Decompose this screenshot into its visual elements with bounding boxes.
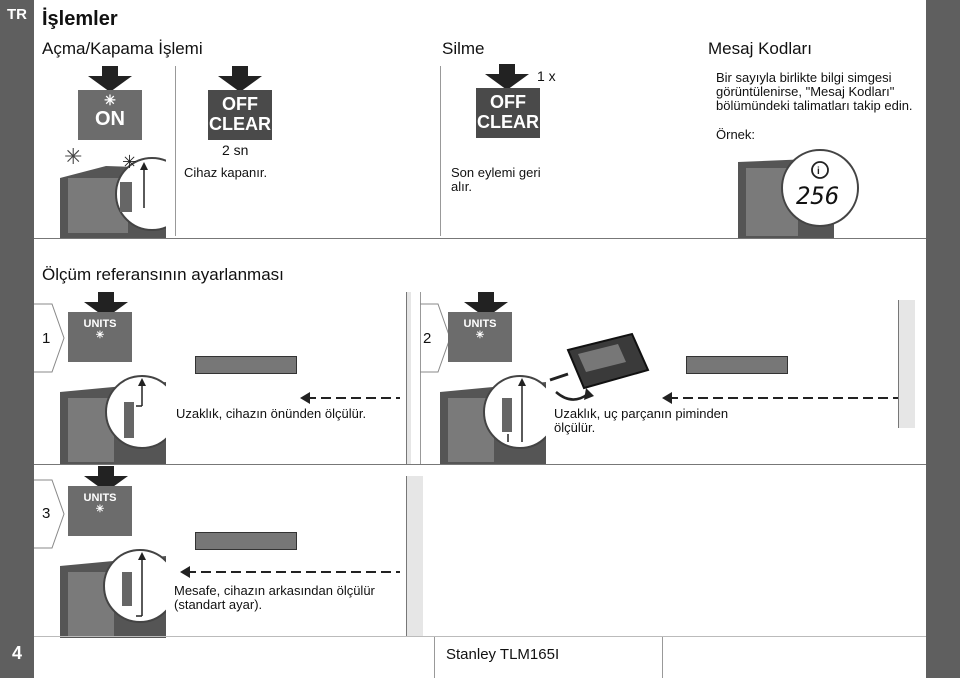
step-number: 1 [42,330,51,347]
device-bar [195,356,297,374]
clear-caption: Son eylemi geri alır. [451,165,541,194]
step-bracket [34,303,65,373]
footer-model: Stanley TLM165I [446,646,560,663]
press-arrow-icon [84,292,128,318]
example-label: Örnek: [716,127,756,142]
step-caption: Mesafe, cihazın arkasından ölçülür (stan… [174,583,375,612]
wall [406,476,423,636]
on-button: ✳ ON [78,90,142,140]
footer-line [34,636,926,637]
divider [420,292,421,464]
device-display-illustration: ✳ ✳ [60,144,166,238]
device-bar [195,532,297,550]
units-button: UNITS ✳ [448,312,512,362]
clear-label: CLEAR [477,112,539,132]
svg-text:i: i [817,166,820,177]
page-number: 4 [11,643,22,663]
distance-arrow [180,566,400,578]
hold-time-label: 2 sn [222,142,249,158]
device-display-illustration [440,375,546,464]
device-display-illustration [60,375,166,464]
clear-heading: Silme [442,39,485,58]
right-side-bar [926,0,960,678]
svg-text:✳: ✳ [64,144,82,169]
message-codes-text: Bir sayıyla birlikte bilgi simgesi görün… [716,70,913,113]
distance-arrow [662,392,898,404]
step-bracket [34,479,65,549]
device-with-pin-icon [549,332,650,401]
clear-label: CLEAR [209,114,271,134]
press-arrow-icon [218,66,262,92]
off-label: OFF [490,92,526,112]
left-side-bar [0,0,34,678]
svg-text:✳: ✳ [122,152,137,172]
press-arrow-icon [485,64,529,90]
reference-icon: ✳ [95,330,105,341]
press-count: 1 x [537,68,556,84]
reference-heading: Ölçüm referansının ayarlanması [42,265,284,284]
device-bar [686,356,788,374]
units-label: UNITS [83,318,117,330]
off-label: OFF [222,94,258,114]
on-button-label: ON [95,108,125,130]
section-separator [34,464,926,465]
message-code-display: 256 [796,182,840,210]
page-title: İşlemler [42,8,118,30]
wall [898,300,915,428]
divider [440,66,441,236]
units-button: UNITS ✳ [68,486,132,536]
step-number: 3 [42,505,51,522]
device-display-illustration [60,549,166,638]
off-clear-button: OFF CLEAR [476,88,540,138]
press-arrow-icon [88,66,132,92]
on-off-heading: Açma/Kapama İşlemi [42,39,203,58]
on-off-caption: Cihaz kapanır. [184,165,268,180]
press-arrow-icon [464,292,508,318]
units-label: UNITS [83,492,117,504]
off-clear-button: OFF CLEAR [208,90,272,140]
step-number: 2 [423,330,432,347]
press-arrow-icon [84,466,128,492]
divider [662,636,663,678]
device-display-illustration: i [738,149,859,238]
units-label: UNITS [463,318,497,330]
divider [434,636,435,678]
sun-icon: ✳ [104,92,116,108]
distance-arrow [300,392,400,404]
wall [406,292,411,464]
reference-icon: ✳ [475,330,485,341]
reference-icon: ✳ [95,504,105,515]
message-codes-heading: Mesaj Kodları [708,39,812,58]
step-caption: Uzaklık, cihazın önünden ölçülür. [176,406,367,421]
info-icon [811,161,829,179]
step-caption: Uzaklık, uç parçanın piminden ölçülür. [554,406,729,435]
section-separator [34,238,926,239]
language-tab: TR [7,6,27,23]
divider [175,66,176,236]
units-button: UNITS ✳ [68,312,132,362]
